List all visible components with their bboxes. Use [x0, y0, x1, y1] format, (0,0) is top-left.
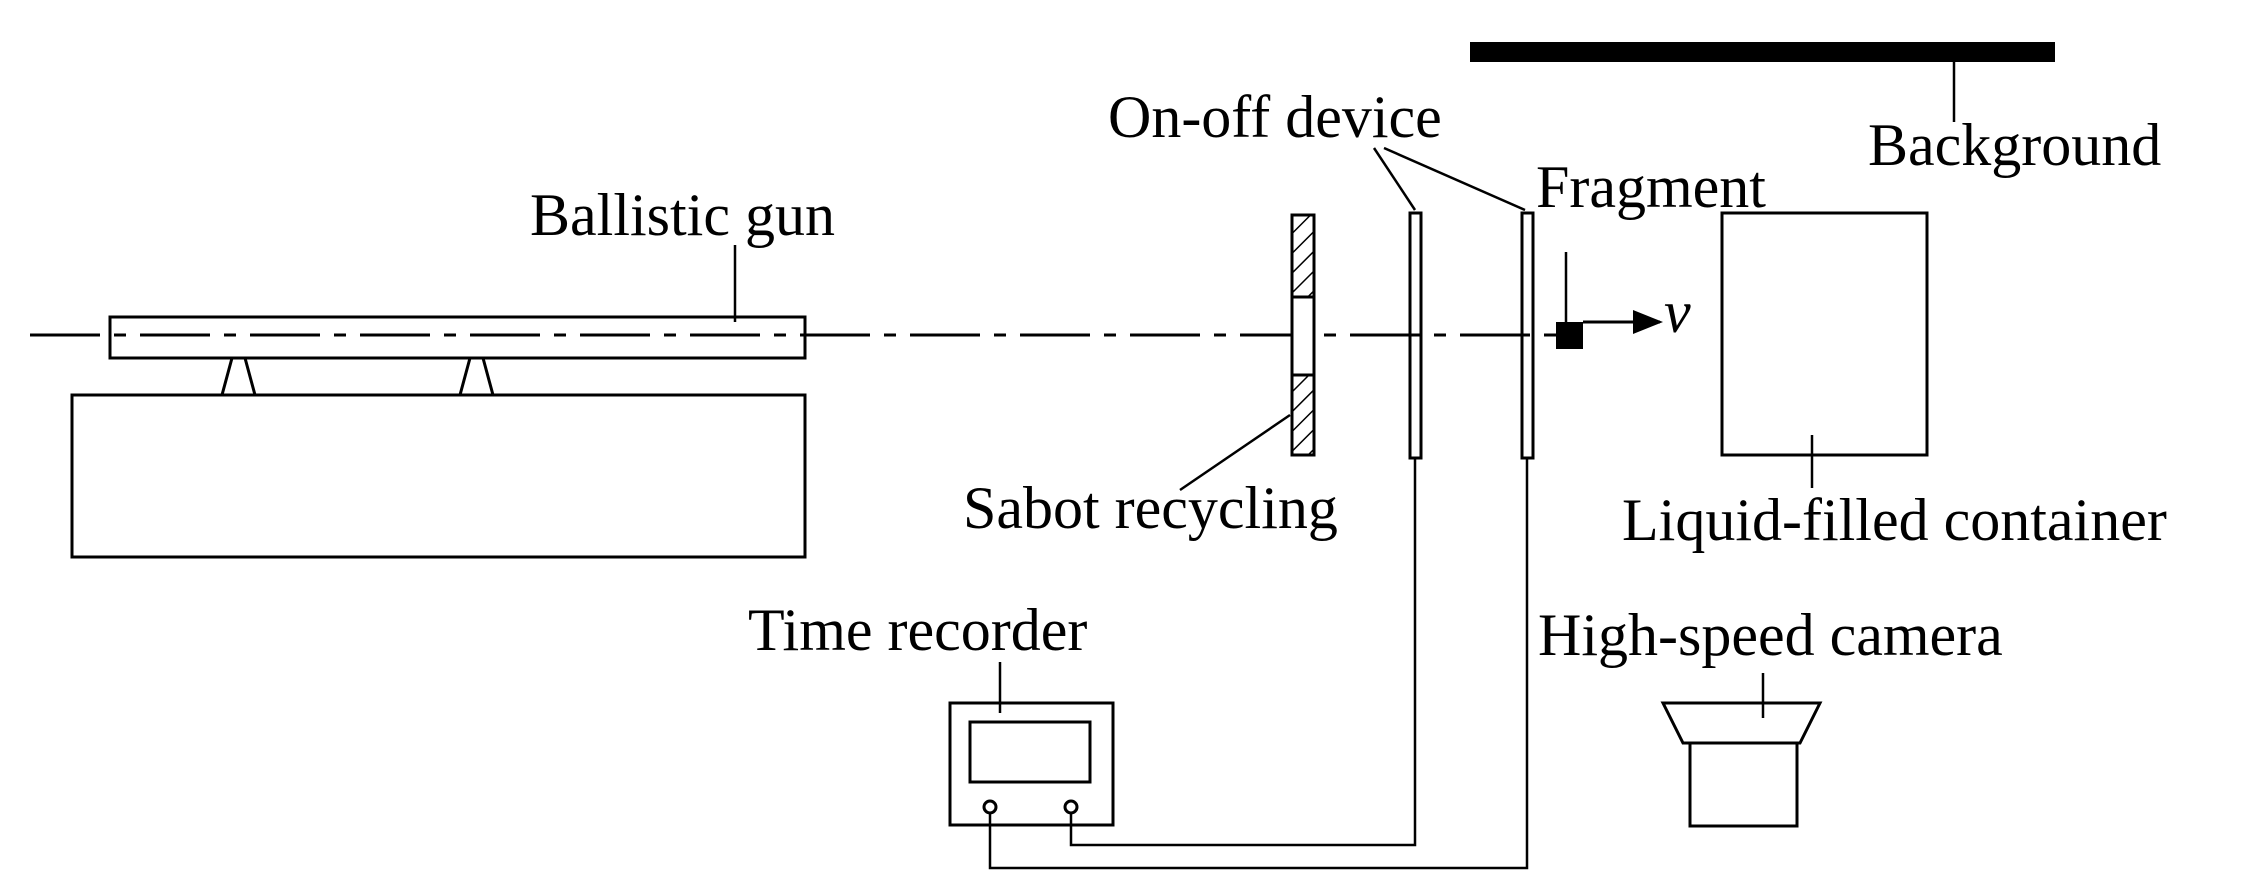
ballistic-gun: [70, 315, 807, 559]
high-speed-camera: [1660, 701, 1823, 828]
wire-device-1: [1069, 458, 1417, 847]
on-off-device-leader-1: [1372, 147, 1417, 211]
time-recorder-screen: [968, 720, 1092, 784]
background-label: Background: [1868, 112, 2161, 178]
gun-base: [70, 393, 807, 559]
sabot-recycling-leader: [1179, 413, 1291, 492]
background-bar: [1470, 42, 2055, 62]
velocity-symbol: v: [1664, 279, 1691, 345]
time-recorder-label: Time recorder: [748, 597, 1087, 663]
time-recorder: [948, 701, 1115, 827]
high-speed-camera-label: High-speed camera: [1538, 602, 2003, 668]
liquid-filled-container: [1720, 211, 1929, 457]
time-recorder-terminal-2: [1063, 799, 1079, 815]
sabot-recycling-plate: [1290, 213, 1316, 457]
time-recorder-terminal-1: [982, 799, 998, 815]
ballistic-gun-label: Ballistic gun: [530, 182, 835, 248]
fragment: [1556, 322, 1583, 349]
liquid-filled-container-label: Liquid-filled container: [1622, 487, 2167, 553]
on-off-device-label: On-off device: [1108, 84, 1442, 150]
on-off-device-leader-2: [1383, 146, 1526, 212]
wire-device-2: [988, 458, 1529, 870]
fragment-label: Fragment: [1536, 154, 1766, 220]
sabot-recycling-label: Sabot recycling: [963, 475, 1338, 541]
